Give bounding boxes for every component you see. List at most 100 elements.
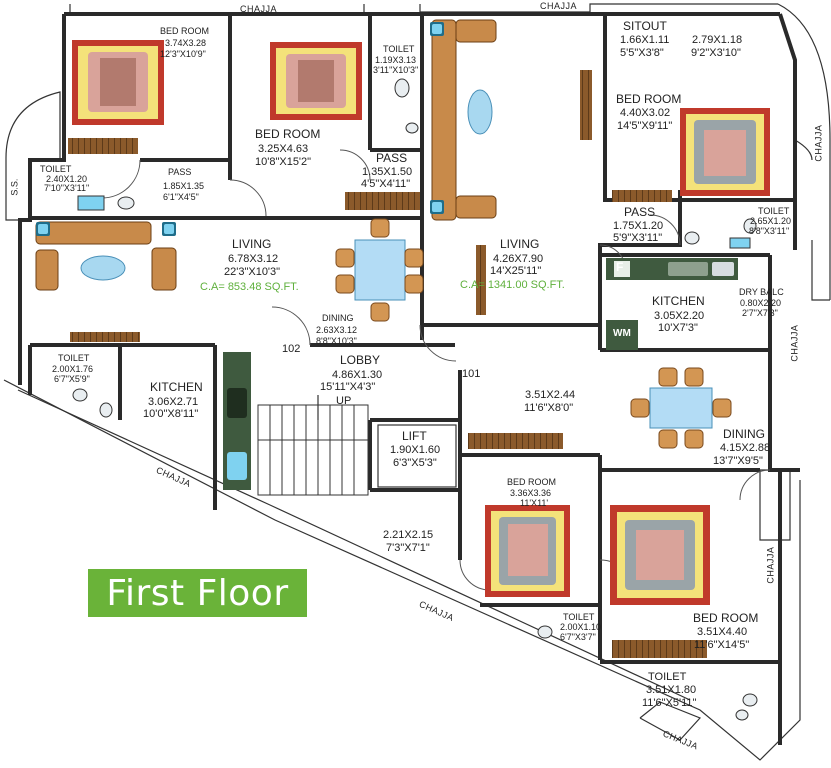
bed-right-top-dim-m: 4.40X3.02 (620, 107, 671, 119)
flat-number-101: 101 (462, 368, 481, 380)
kitchen-counter-right (606, 258, 738, 350)
chajja-label-top-left: CHAJJA (240, 4, 278, 14)
lift-dim-m: 1.90X1.60 (390, 444, 441, 456)
kitchen-left-dim-m: 3.06X2.71 (148, 396, 199, 408)
dining-right-table (630, 367, 732, 449)
toilet-right-top-dim-ft: 8'8"X3'11" (749, 226, 790, 236)
lobby-name: LOBBY (340, 353, 381, 367)
living-left-dim-m: 6.78X3.12 (228, 253, 279, 265)
bed-top-mid-name: BED ROOM (255, 127, 321, 141)
walls (18, 12, 800, 745)
toilet-right-bottom-dim-m: 3.51X1.80 (646, 684, 697, 696)
pass-right-dim-m: 1.75X1.20 (613, 220, 664, 232)
dining-right-name: DINING (723, 427, 765, 441)
sitout-side-dim-ft: 9'2"X3'10" (691, 47, 741, 59)
bed-right-bottom-name: BED ROOM (693, 611, 759, 625)
kitchen-left-name: KITCHEN (150, 380, 203, 394)
lobby-dim-m: 4.86X1.30 (332, 369, 383, 381)
living-right-dim-m: 4.26X7.90 (493, 253, 544, 265)
dining-left-name: DINING (322, 313, 354, 323)
chajja-label-top-right: CHAJJA (540, 1, 578, 11)
sitout-side-dim-m: 2.79X1.18 (692, 34, 743, 46)
toilet-mid-bottom-name: TOILET (563, 612, 595, 622)
foyer-right-dim-ft: 11'6"X8'0" (524, 402, 574, 414)
pass-right-name: PASS (624, 205, 656, 219)
toilet-mid-bottom-dim-m: 2.00X1.10 (560, 622, 602, 632)
pass-left-dim-m: 1.85X1.35 (163, 181, 205, 191)
toilet-lower-left-dim-ft: 6'7"X5'9" (54, 374, 90, 384)
kitchen-counter-left (223, 352, 251, 490)
bed-right-top-dim-ft: 14'5"X9'11" (617, 120, 673, 132)
bed-right-bottom (610, 505, 710, 658)
bed-right-top-name: BED ROOM (616, 92, 682, 106)
dry-balc-dim-m: 0.80X2.20 (740, 298, 782, 308)
ss-label: S.S. (9, 178, 20, 196)
flat-number-102: 102 (282, 343, 301, 355)
kitchen-right-name: KITCHEN (652, 294, 705, 308)
chajja-label-right-upper: CHAJJA (813, 124, 824, 162)
pass-left-name: PASS (168, 167, 192, 177)
lobby-dim-ft: 15'11"X4'3" (320, 381, 376, 393)
dining-left-table (335, 218, 424, 322)
toilet-left-name: TOILET (40, 164, 72, 174)
living-right-carpet-area: C.A= 1341.00 SQ.FT. (460, 279, 565, 291)
utility-dim-ft: 7'3"X7'1" (386, 542, 430, 554)
washing-machine-label: WM (613, 328, 631, 339)
living-left-sofa-set (35, 221, 177, 342)
dining-right-dim-m: 4.15X2.88 (720, 442, 771, 454)
bed-mid-bottom (468, 433, 570, 597)
bed-top-left (68, 40, 164, 154)
pass-top-name: PASS (376, 151, 408, 165)
bed-top-mid-dim-m: 3.25X4.63 (258, 143, 309, 155)
living-left-carpet-area: C.A= 853.48 SQ.FT. (200, 281, 299, 293)
kitchen-right-dim-m: 3.05X2.20 (654, 310, 705, 322)
foyer-right-dim-m: 3.51X2.44 (525, 389, 576, 401)
dry-balc-dim-ft: 2'7"X7'3" (742, 308, 778, 318)
dry-balc-name: DRY BALC (739, 287, 784, 297)
living-left-name: LIVING (232, 237, 272, 251)
staircase (257, 395, 369, 496)
living-right-name: LIVING (500, 237, 540, 251)
lift-shaft (377, 424, 457, 488)
bed-mid-bottom-name: BED ROOM (507, 477, 557, 487)
bed-mid-bottom-dim-ft: 11'X11' (520, 498, 549, 508)
pass-left-dim-ft: 6'1"X4'5" (163, 192, 199, 202)
chajja-label-right-lower: CHAJJA (765, 546, 776, 584)
bed-right-top (612, 108, 770, 202)
bed-top-left-name: BED ROOM (160, 26, 210, 36)
toilet-top-mid-dim-ft: 3'11"X10'3" (373, 65, 419, 75)
living-right-dim-ft: 14'X25'11" (490, 265, 542, 277)
toilet-mid-bottom-dim-ft: 6'7"X3'7" (560, 632, 596, 642)
bed-mid-bottom-dim-m: 3.36X3.36 (510, 488, 552, 498)
toilet-top-mid-dim-m: 1.19X3.13 (375, 55, 417, 65)
toilet-lower-left-name: TOILET (58, 353, 90, 363)
chajja-label-right-mid: CHAJJA (789, 324, 800, 362)
lift-name: LIFT (402, 429, 427, 443)
sitout-dim-m: 1.66X1.11 (620, 34, 670, 46)
pass-top-dim-ft: 4'5"X4'11" (361, 178, 411, 190)
living-left-dim-ft: 22'3"X10'3" (224, 266, 281, 278)
toilet-top-mid-name: TOILET (383, 44, 415, 54)
kitchen-left-dim-ft: 10'0"X8'11" (143, 408, 199, 420)
utility-dim-m: 2.21X2.15 (383, 529, 434, 541)
toilet-right-top-name: TOILET (758, 206, 790, 216)
fridge-label: F (616, 260, 624, 274)
stair-up-label: UP (336, 395, 352, 407)
bed-top-mid (270, 42, 420, 210)
kitchen-right-dim-ft: 10'X7'3" (658, 322, 698, 334)
bed-top-left-dim-ft: 12'3"X10'9" (160, 49, 206, 59)
pass-top-dim-m: 1.35X1.50 (362, 166, 413, 178)
toilet-lower-left-dim-m: 2.00X1.76 (52, 364, 94, 374)
bed-right-bottom-dim-ft: 11'6"X14'5" (694, 639, 750, 651)
toilet-right-top-dim-m: 2.65X1.20 (750, 216, 792, 226)
dining-right-dim-ft: 13'7"X9'5" (713, 455, 763, 467)
pass-right-dim-ft: 5'9"X3'11" (613, 232, 663, 244)
door-swings (101, 149, 771, 597)
dining-left-dim-m: 2.63X3.12 (316, 325, 358, 335)
sitout-dim-ft: 5'5"X3'8" (620, 47, 664, 59)
floor-title-banner: First Floor (88, 569, 307, 617)
toilet-right-bottom-name: TOILET (648, 671, 687, 683)
toilet-left-dim-m: 2.40X1.20 (46, 174, 88, 184)
toilet-left-dim-ft: 7'10"X3'11" (44, 183, 90, 193)
